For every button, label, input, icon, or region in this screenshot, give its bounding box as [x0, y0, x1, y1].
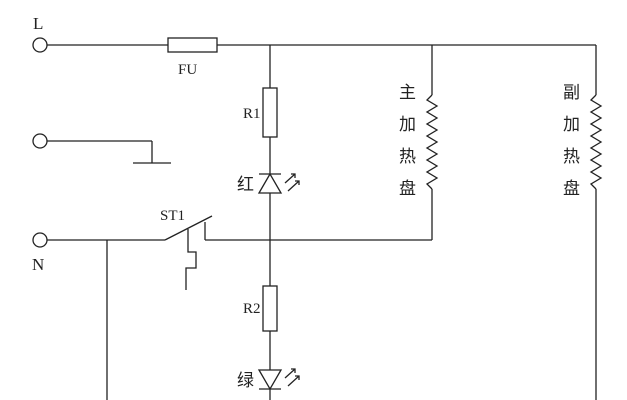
terminal-neutral-label: N — [32, 255, 44, 274]
fuse-label: FU — [178, 62, 197, 78]
main-heater-char-2: 加 — [399, 115, 416, 135]
terminal-live: L — [32, 14, 48, 53]
led-red: 红 — [237, 172, 300, 195]
resistor-r1: R1 — [243, 87, 278, 138]
led-green-label: 绿 — [237, 371, 254, 391]
aux-heater-label: 副 加 热 盘 — [563, 83, 580, 199]
main-heater-char-3: 热 — [399, 147, 416, 167]
resistor-r1-label: R1 — [243, 106, 261, 122]
terminal-live-label: L — [33, 14, 43, 33]
resistor-r2-label: R2 — [243, 301, 261, 317]
main-heater-char-4: 盘 — [399, 179, 416, 199]
main-heater-label: 主 加 热 盘 — [399, 83, 416, 199]
fuse: FU — [167, 37, 218, 78]
led-green: 绿 — [237, 368, 300, 391]
thermostat-st1: ST1 — [160, 208, 213, 290]
terminal-ground — [32, 133, 171, 164]
led-red-label: 红 — [237, 175, 254, 195]
resistor-r2: R2 — [243, 285, 278, 332]
main-heater-coil — [425, 94, 439, 190]
aux-heater-char-4: 盘 — [563, 179, 580, 199]
aux-heater-char-2: 加 — [563, 115, 580, 135]
thermostat-label: ST1 — [160, 208, 185, 224]
aux-heater-char-3: 热 — [563, 147, 580, 167]
main-heater-char-1: 主 — [399, 83, 416, 103]
terminal-neutral: N — [32, 232, 48, 274]
aux-heater-coil — [589, 94, 603, 190]
aux-heater-char-1: 副 — [563, 83, 580, 103]
